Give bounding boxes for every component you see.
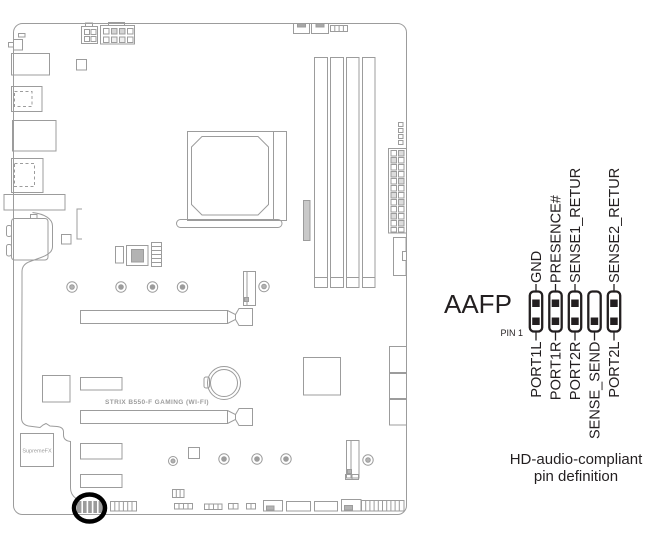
cpu-power-connectors — [81, 22, 135, 45]
atx-24pin-connector — [388, 122, 407, 234]
caption-line-1: HD-audio-compliant — [510, 451, 643, 468]
pin-label-sense2-retur: SENSE2_RETUR — [607, 168, 623, 283]
pcie-slots — [80, 308, 253, 488]
pin-label-sense-send: SENSE_SEND — [588, 342, 604, 440]
caption: HD-audio-compliant pin definition — [510, 451, 643, 485]
pin-columns — [528, 290, 622, 333]
pin-label-gnd: GND — [529, 251, 545, 283]
pin-label-port2l: PORT2L — [607, 342, 623, 398]
pin-label-port1l: PORT1L — [529, 342, 545, 398]
dimm-slots — [314, 57, 376, 288]
caption-line-2: pin definition — [534, 468, 618, 485]
pin-label-presence: PRESENCE# — [549, 195, 565, 283]
rear-io-ports — [3, 33, 66, 261]
aafp-callout: AAFP PIN 1 — [444, 168, 643, 485]
sata-ports — [389, 346, 407, 426]
bottom-edge-headers — [110, 474, 405, 512]
supremefx-label: SupremeFX — [22, 449, 52, 455]
chipset-and-battery — [42, 357, 341, 403]
usb3-front-header — [393, 237, 407, 276]
pin-label-sense1-retur: SENSE1_RETUR — [568, 168, 584, 283]
m2-label-strip — [303, 200, 311, 241]
audio-separation-trace — [20, 212, 77, 499]
pin-contacts — [532, 299, 618, 325]
highlight-ring — [71, 492, 108, 524]
pin-label-port1r: PORT1R — [549, 342, 565, 401]
bottom-pin-labels: PORT1L PORT1R PORT2R SENSE_SEND PORT2L — [529, 342, 623, 440]
supremefx-chip: SupremeFX — [20, 433, 54, 467]
board-model-label: STRIX B550-F GAMING (WI-FI) — [105, 399, 209, 406]
top-pin-labels: GND PRESENCE# SENSE1_RETUR SENSE2_RETUR — [529, 168, 623, 283]
misc-mid-components — [61, 59, 360, 479]
fan-headers — [293, 23, 348, 34]
aafp-title: AAFP — [444, 289, 512, 319]
pin1-label: PIN 1 — [500, 328, 523, 338]
cpu-socket — [176, 131, 287, 228]
aafp-header-on-board — [77, 501, 103, 513]
pin-label-port2r: PORT2R — [568, 342, 584, 401]
screw-holes — [66, 280, 374, 466]
